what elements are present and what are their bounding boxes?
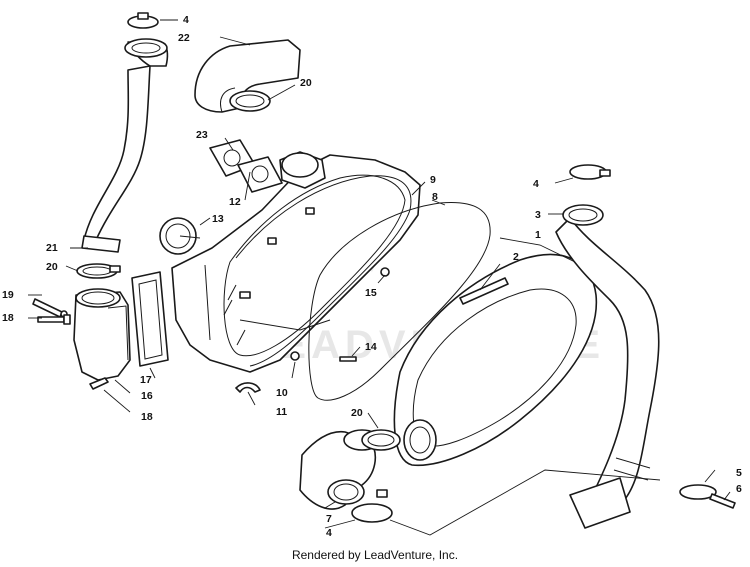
callout-2: 2	[513, 251, 519, 263]
callout-4-top: 4	[183, 14, 189, 26]
bolt-19[interactable]	[32, 298, 68, 318]
screw-14[interactable]	[339, 356, 357, 362]
clamp-lower-middle[interactable]	[361, 429, 401, 451]
elbow-boot[interactable]	[73, 288, 131, 381]
callout-1: 1	[535, 229, 541, 241]
clamp-lower-bottom[interactable]	[351, 489, 393, 523]
screw-15[interactable]	[380, 267, 390, 277]
clamp-upper[interactable]	[229, 90, 271, 112]
callout-20-lower: 20	[351, 407, 363, 419]
left-intake-duct[interactable]	[81, 38, 169, 253]
callout-4-lower: 4	[326, 527, 332, 539]
callout-10: 10	[276, 387, 288, 399]
callout-4-right: 4	[533, 178, 539, 190]
callout-5: 5	[736, 467, 742, 479]
callout-12: 12	[229, 196, 241, 208]
cover-gasket[interactable]	[308, 201, 491, 401]
callout-23: 23	[196, 129, 208, 141]
callout-20-left: 20	[46, 261, 58, 273]
callout-18-upper: 18	[2, 312, 14, 324]
clamp-left-lower[interactable]	[76, 263, 121, 279]
callout-19: 19	[2, 289, 14, 301]
clip-11[interactable]	[235, 382, 261, 393]
callout-15: 15	[365, 287, 377, 299]
airbox-cover[interactable]	[393, 253, 598, 467]
callout-21: 21	[46, 242, 58, 254]
bolt-18-upper[interactable]	[37, 314, 71, 325]
ring-13[interactable]	[159, 217, 197, 255]
callout-3: 3	[535, 209, 541, 221]
callout-22: 22	[178, 32, 190, 44]
clamp-right-lower[interactable]	[679, 484, 736, 509]
flange-gasket-12[interactable]	[237, 156, 283, 193]
nut-10[interactable]	[290, 351, 300, 361]
callout-9: 9	[430, 174, 436, 186]
callout-13: 13	[212, 213, 224, 225]
callout-18-lower: 18	[141, 411, 153, 423]
callout-8: 8	[432, 191, 438, 203]
gasket-frame[interactable]	[131, 271, 169, 367]
leader-lines	[28, 19, 731, 536]
right-intake-duct[interactable]	[555, 164, 660, 529]
callouts: 4 22 20 23 12 13 21 20 19 18 17 16 18 9 …	[2, 14, 742, 539]
upper-duct[interactable]	[194, 39, 301, 113]
callout-14: 14	[365, 341, 377, 353]
callout-7: 7	[326, 513, 332, 525]
callout-11: 11	[276, 406, 287, 418]
callout-20-upper: 20	[300, 77, 312, 89]
footer-credit: Rendered by LeadVenture, Inc.	[291, 548, 459, 562]
bolt-18-lower[interactable]	[89, 377, 109, 390]
callout-6: 6	[736, 483, 742, 495]
clamp-top-left[interactable]	[127, 12, 159, 29]
callout-16: 16	[141, 390, 153, 402]
airbox-housing[interactable]	[171, 151, 421, 373]
callout-17: 17	[140, 374, 152, 386]
